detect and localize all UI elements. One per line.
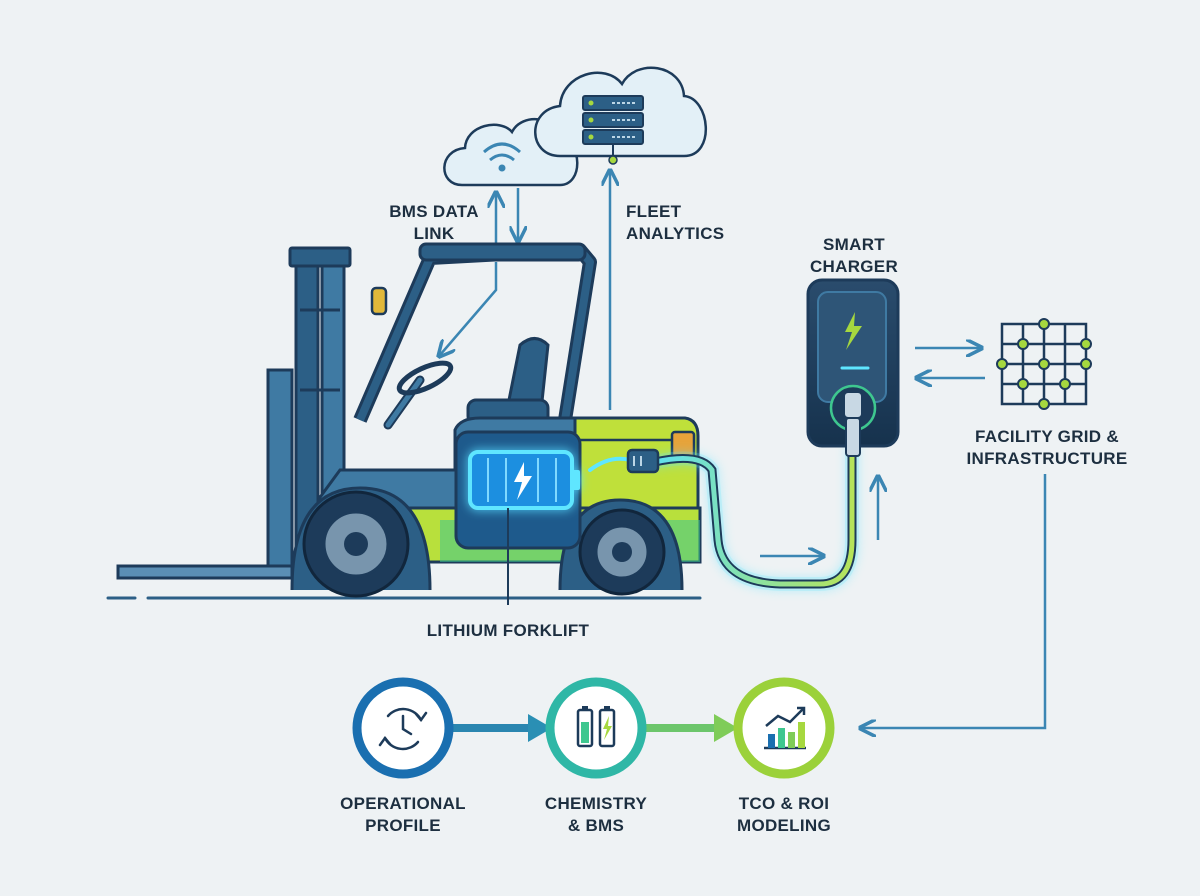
fleet-analytics-line1: FLEET	[626, 202, 682, 221]
fleet-analytics-label: FLEET ANALYTICS	[626, 201, 724, 245]
server-cloud-icon	[534, 66, 708, 165]
growth-chart-icon	[764, 706, 806, 750]
step-chemistry-bms	[545, 677, 647, 779]
chemistry-bms-line2: & BMS	[567, 816, 625, 835]
smart-charger-unit	[806, 278, 900, 457]
bms-data-link-line1: BMS DATA	[389, 202, 479, 221]
plug-connector-icon	[626, 448, 660, 474]
operational-profile-line2: PROFILE	[365, 816, 441, 835]
bms-data-link-label: BMS DATA LINK	[378, 201, 490, 245]
facility-grid-icon	[996, 318, 1092, 410]
charging-cable	[588, 443, 859, 591]
step-operational-profile	[352, 677, 454, 779]
lightning-icon	[845, 312, 862, 350]
facility-grid-line2: INFRASTRUCTURE	[966, 449, 1128, 468]
chemistry-bms-label: CHEMISTRY & BMS	[516, 793, 676, 837]
smart-charger-line1: SMART	[823, 235, 885, 254]
charger-grid-arrows	[760, 348, 985, 556]
battery-cells-icon	[576, 706, 616, 748]
operational-profile-label: OPERATIONAL PROFILE	[323, 793, 483, 837]
facility-grid-label: FACILITY GRID & INFRASTRUCTURE	[952, 426, 1142, 470]
server-rack-icon	[582, 95, 644, 165]
grid-to-roi-arrow	[862, 474, 1047, 728]
fleet-analytics-line2: ANALYTICS	[626, 224, 725, 243]
tco-roi-line2: MODELING	[736, 816, 831, 835]
smart-charger-line2: CHARGER	[809, 257, 899, 276]
operational-profile-line1: OPERATIONAL	[340, 794, 466, 813]
lithium-battery-icon	[468, 450, 580, 510]
clock-cycle-icon	[378, 707, 428, 751]
chemistry-bms-line1: CHEMISTRY	[544, 794, 648, 813]
lithium-forklift-label: LITHIUM FORKLIFT	[426, 621, 590, 640]
bms-link-arrows	[440, 172, 610, 410]
process-flow	[352, 677, 835, 779]
tco-roi-line1: TCO & ROI	[738, 794, 830, 813]
step-tco-roi	[733, 677, 835, 779]
tco-roi-label: TCO & ROI MODELING	[704, 793, 864, 837]
facility-grid-line1: FACILITY GRID &	[975, 427, 1119, 446]
bms-data-link-line2: LINK	[413, 224, 455, 243]
smart-charger-label: SMART CHARGER	[796, 234, 912, 278]
